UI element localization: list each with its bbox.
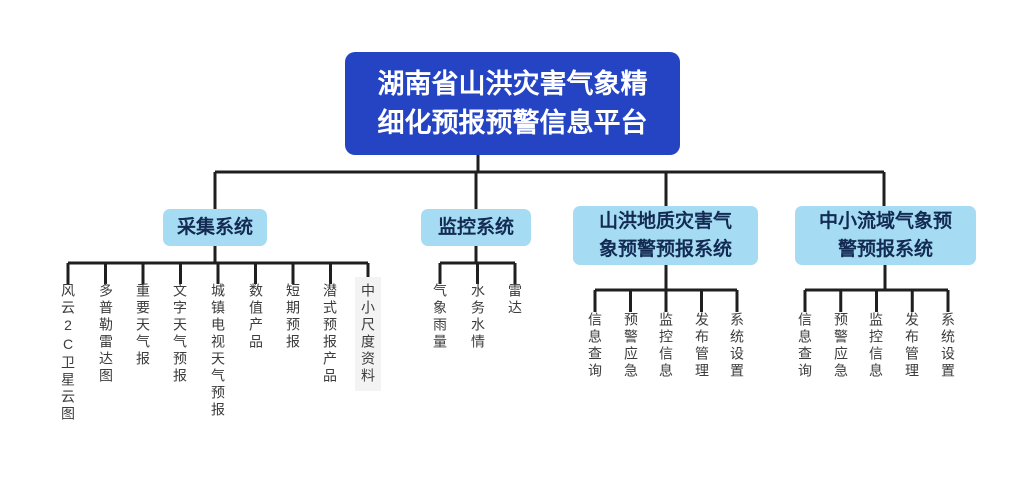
connector-branch-collection: [66, 245, 370, 284]
leaf-item: 信息查询: [797, 312, 813, 380]
leaf-item: 城镇电视天气预报: [210, 283, 226, 419]
leaf-item: 潜式预报产品: [322, 283, 338, 385]
leaf-item: 水务水情: [470, 283, 486, 351]
branch-node-collection-system: 采集系统: [163, 209, 267, 246]
leaf-item: 发布管理: [904, 312, 920, 380]
branch-node-flood-geo-warning-system: 山洪地质灾害气象预警预报系统: [573, 206, 758, 265]
leaf-item: 多普勒雷达图: [98, 283, 114, 385]
leaf-item: 系统设置: [729, 312, 745, 380]
leaf-item: 监控信息: [658, 312, 674, 380]
branch-node-small-basin-warning-system: 中小流域气象预警预报系统: [795, 206, 976, 265]
leaf-item: 雷达: [507, 283, 523, 317]
leaf-item: 预警应急: [833, 312, 849, 380]
leaf-item: 信息查询: [587, 312, 603, 380]
leaf-item: 系统设置: [940, 312, 956, 380]
leaf-item: 预警应急: [623, 312, 639, 380]
connector-branch-small-basin: [803, 264, 950, 312]
connector-root-to-branches: [213, 154, 886, 210]
leaf-item: 短期预报: [285, 283, 301, 351]
leaf-item: 监控信息: [868, 312, 884, 380]
leaf-item-highlighted: 中小尺度资料: [355, 277, 381, 391]
leaf-item: 数值产品: [248, 283, 264, 351]
leaf-item: 风云2C卫星云图: [60, 283, 76, 423]
leaf-item: 重要天气报: [135, 283, 151, 368]
leaf-item: 发布管理: [694, 312, 710, 380]
root-node-platform-title: 湖南省山洪灾害气象精细化预报预警信息平台: [345, 52, 680, 155]
leaf-item: 气象雨量: [432, 283, 448, 351]
connector-branch-monitoring: [438, 245, 517, 284]
branch-node-monitoring-system: 监控系统: [421, 209, 531, 246]
leaf-item: 文字天气预报: [172, 283, 188, 385]
connector-branch-flood-geo: [593, 264, 739, 312]
